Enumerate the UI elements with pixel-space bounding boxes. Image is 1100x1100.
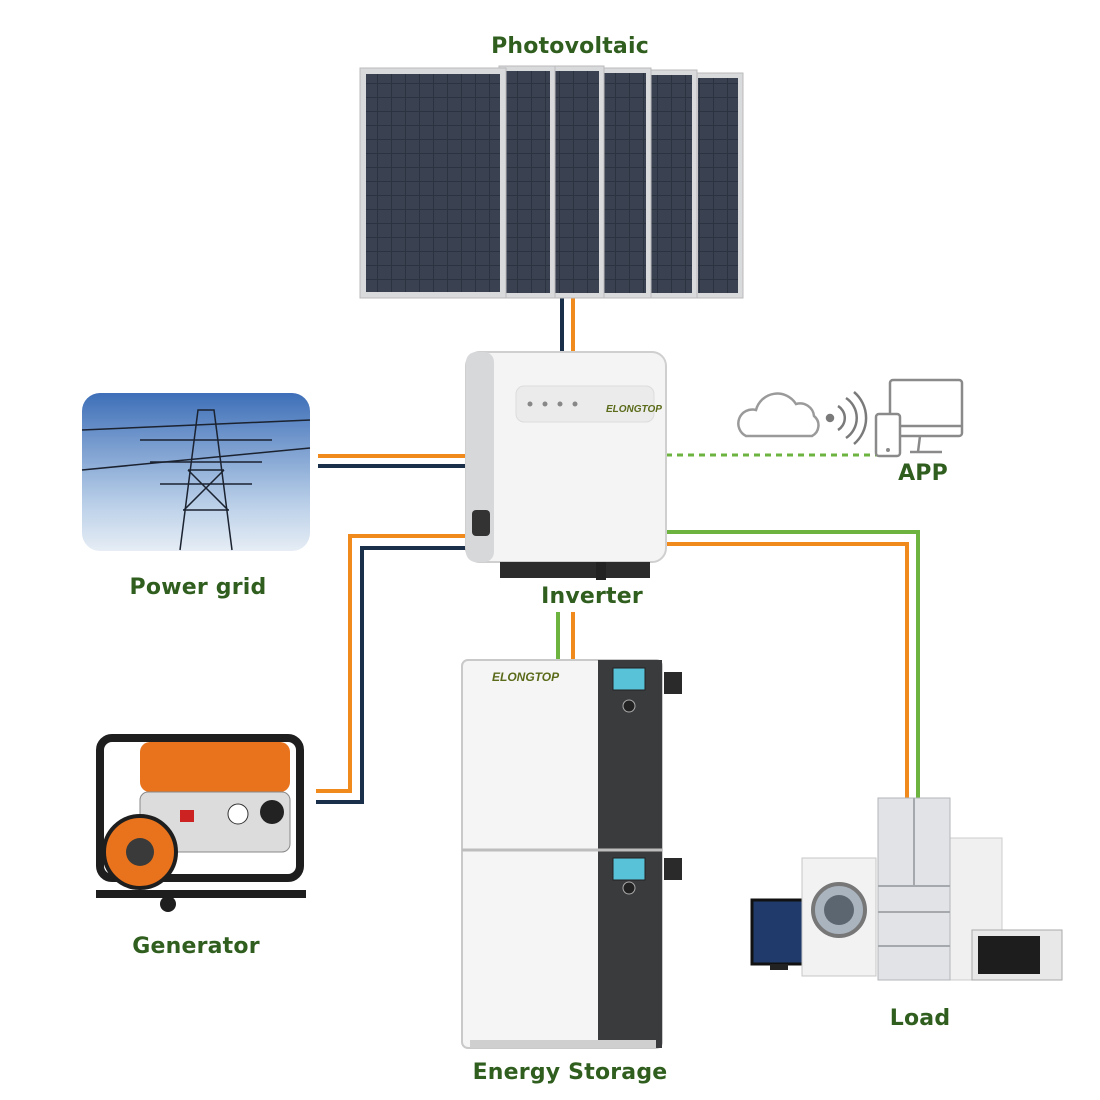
battery-brand-logo: ELONGTOP (492, 670, 560, 684)
cable-inverter-to-storage (556, 612, 575, 660)
energy-storage-label: Energy Storage (472, 1060, 668, 1085)
battery-cabinet-icon (461, 659, 682, 1049)
solar-panel-icon (359, 65, 744, 299)
cable-generator-to-inverter (316, 534, 478, 804)
cable-inverter-to-load (666, 530, 920, 800)
generator-label: Generator (132, 934, 260, 959)
cloud-icon (737, 392, 820, 438)
load-label: Load (889, 1006, 951, 1031)
generator-icon (96, 734, 306, 912)
inverter-icon (465, 351, 667, 580)
phone-icon (874, 412, 902, 458)
appliances-icon (750, 797, 1063, 981)
app-label: APP (898, 461, 948, 486)
photovoltaic-label: Photovoltaic (491, 34, 649, 59)
wifi-signal-icon (825, 391, 868, 445)
inverter-brand-logo: ELONGTOP (606, 404, 662, 415)
power-tower-icon (81, 393, 311, 551)
cable-pv-to-inverter (560, 298, 575, 352)
monitor-icon (888, 378, 964, 454)
power-grid-label: Power grid (129, 575, 267, 600)
cable-grid-to-inverter (318, 454, 466, 468)
inverter-label: Inverter (541, 584, 643, 609)
